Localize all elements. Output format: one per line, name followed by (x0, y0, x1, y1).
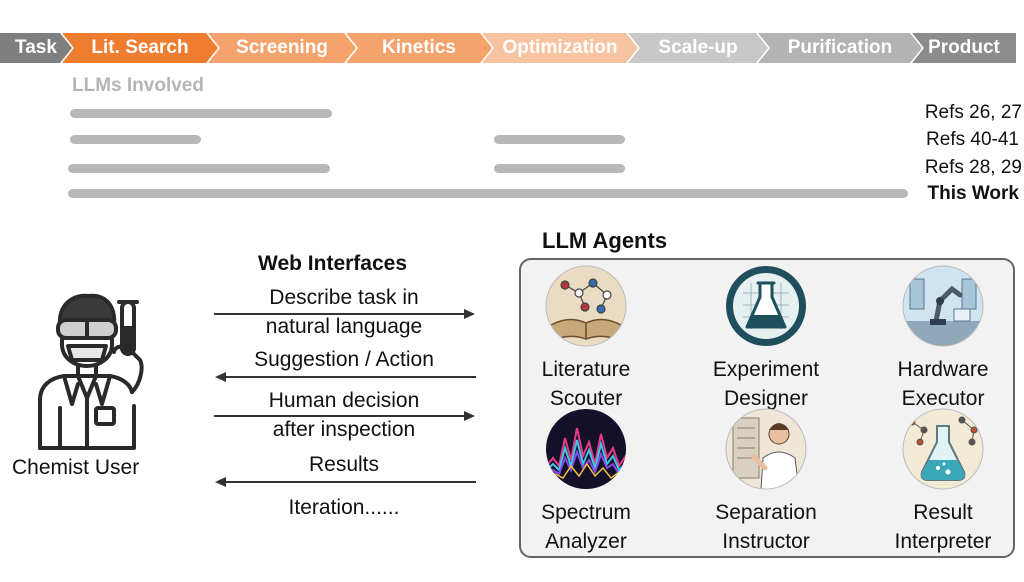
step-task: Task (0, 33, 72, 63)
ref-label-this-work: This Work (927, 183, 1020, 204)
llm-agents-title: LLM Agents (542, 228, 668, 253)
ref-label: Refs 28, 29 (924, 157, 1022, 178)
scientist-icon (725, 408, 807, 490)
step-kinetics: Kinetics (346, 33, 492, 63)
step-scale-up: Scale-up (628, 33, 768, 63)
agent-name-line2: Instructor (722, 530, 810, 553)
coverage-bar (494, 135, 625, 144)
agent-name-line2: Designer (723, 387, 809, 410)
arrow-right-icon (214, 309, 475, 319)
coverage-bar (68, 189, 908, 198)
workflow-pipeline: Task Lit. Search Screening Kinetics Opti… (0, 33, 1024, 63)
arrow-right-icon (214, 411, 475, 421)
flow-describe-task-line1: Describe task in (269, 286, 419, 309)
agent-name-line1: Literature (541, 358, 631, 381)
agent-name-line1: Result (913, 501, 973, 524)
step-optimization: Optimization (482, 33, 638, 63)
chemist-icon (38, 293, 144, 450)
iteration-label: Iteration...... (288, 496, 400, 519)
llms-involved-title: LLMs Involved (72, 75, 204, 96)
agent-separation-instructor: Separation Instructor (686, 408, 846, 556)
agent-name-line1: Hardware (897, 358, 989, 381)
agent-name-line1: Experiment (712, 358, 820, 381)
flow-suggestion-action: Suggestion / Action (254, 348, 434, 371)
ref-label: Refs 26, 27 (924, 102, 1022, 123)
step-purification: Purification (758, 33, 922, 63)
agent-name-line1: Spectrum (541, 501, 631, 524)
spectrum-icon (546, 409, 626, 489)
agent-literature-scouter: Literature Scouter (506, 265, 666, 413)
agent-name-line2: Executor (901, 387, 985, 410)
coverage-bar (70, 109, 332, 118)
agent-name-line1: Separation (715, 501, 817, 524)
flow-human-decision-line2: after inspection (272, 418, 416, 441)
step-screening: Screening (208, 33, 356, 63)
agent-experiment-designer: Experiment Designer (686, 265, 846, 413)
step-lit-search: Lit. Search (62, 33, 218, 63)
chemist-user-label: Chemist User (12, 456, 140, 479)
arrow-left-icon (215, 477, 476, 487)
step-product: Product (912, 33, 1016, 63)
agent-spectrum-analyzer: Spectrum Analyzer (506, 408, 666, 556)
arrow-left-icon (215, 372, 476, 382)
coverage-bar (70, 135, 201, 144)
agent-hardware-executor: Hardware Executor (863, 265, 1023, 413)
coverage-bar (68, 164, 330, 173)
flow-describe-task-line2: natural language (265, 315, 423, 338)
agent-name-line2: Analyzer (545, 530, 627, 553)
agent-name-line2: Interpreter (894, 530, 992, 553)
flask-icon (726, 266, 806, 346)
agent-name-line2: Scouter (549, 387, 623, 410)
literature-book-icon (545, 265, 627, 347)
agent-result-interpreter: Result Interpreter (863, 408, 1023, 556)
web-interfaces-title: Web Interfaces (258, 252, 407, 275)
ref-label: Refs 40-41 (926, 129, 1019, 150)
robot-lab-icon (902, 265, 984, 347)
coverage-bar (494, 164, 625, 173)
flow-human-decision-line1: Human decision (268, 389, 420, 412)
molecule-flask-icon (902, 408, 984, 490)
flow-results: Results (308, 453, 380, 476)
